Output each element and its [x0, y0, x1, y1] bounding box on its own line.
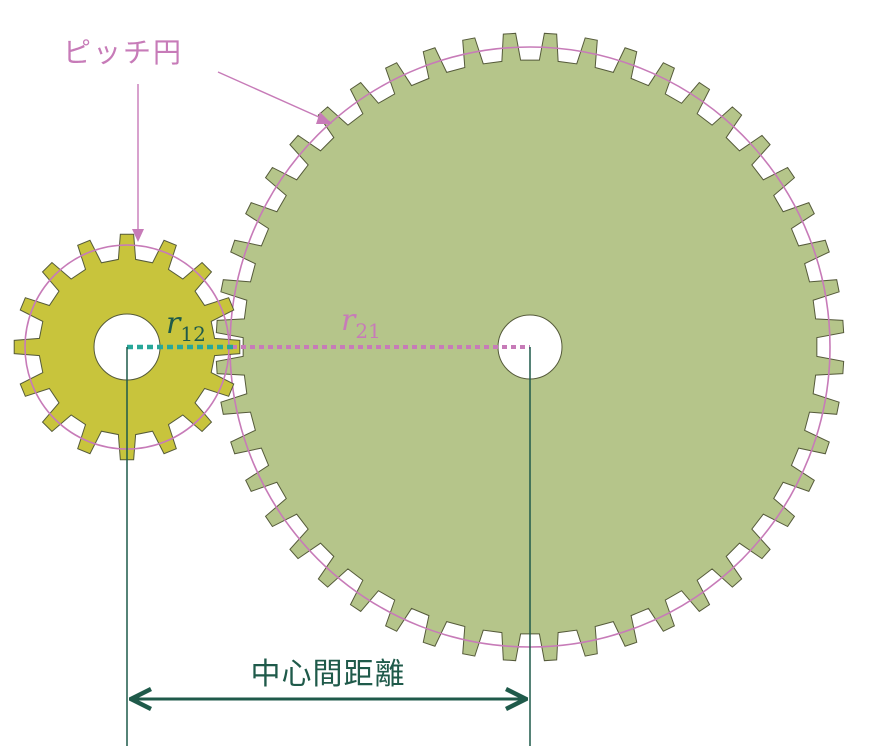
pitch-circle-label: ピッチ円: [63, 36, 183, 69]
pitch-leader-large: [217, 71, 331, 123]
center-distance-label: 中心間距離: [251, 657, 406, 692]
pitch-leader-small-arrowhead: [132, 229, 144, 242]
pitch-leader-large-arrowhead: [316, 112, 332, 124]
r21-base: r: [341, 303, 357, 338]
r21-subscript: 21: [355, 319, 380, 343]
r21-label: r21: [341, 303, 381, 343]
r12-label: r12: [166, 306, 206, 346]
r12-subscript: 12: [180, 322, 205, 346]
r12-base: r: [166, 306, 182, 341]
